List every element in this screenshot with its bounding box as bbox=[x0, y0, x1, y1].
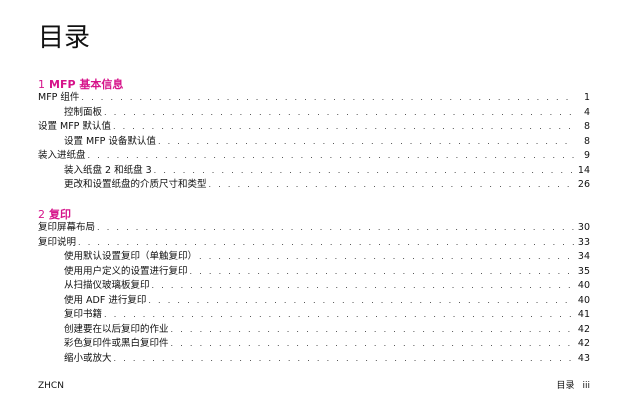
toc-entry-label: 更改和设置纸盘的介质尺寸和类型 bbox=[64, 179, 207, 190]
toc-entry-label: 复印屏幕布局 bbox=[38, 222, 96, 233]
toc-entry-page: 1 bbox=[583, 92, 590, 103]
dot-leader bbox=[88, 149, 574, 164]
toc-entry[interactable]: 创建要在以后复印的作业 42 bbox=[38, 323, 590, 338]
toc-entry[interactable]: 设置 MFP 默认值 8 bbox=[38, 120, 590, 135]
toc-entry[interactable]: 装入纸盘 2 和纸盘 3 14 bbox=[38, 164, 590, 179]
toc-entry-label: 彩色复印件或黑白复印件 bbox=[64, 338, 169, 349]
dot-leader bbox=[171, 323, 574, 338]
toc-entry-page: 9 bbox=[583, 150, 590, 161]
footer-section-label: 目录 bbox=[556, 381, 575, 391]
toc-entry-label: 使用 ADF 进行复印 bbox=[64, 294, 147, 306]
toc-entry-label: 设置 MFP 设备默认值 bbox=[64, 135, 156, 147]
toc-entry[interactable]: 使用默认设置复印（单触复印） 34 bbox=[38, 250, 590, 265]
toc-entry-page: 43 bbox=[577, 352, 590, 364]
toc-chapter-1-entries: MFP 组件 1 控制面板 4 设置 MFP 默认值 8 设置 MFP 设备默认值 8 装入进纸… bbox=[38, 91, 590, 193]
dot-leader bbox=[113, 120, 574, 135]
toc-entry[interactable]: 使用用户定义的设置进行复印 35 bbox=[38, 265, 590, 280]
toc-entry[interactable]: 彩色复印件或黑白复印件 42 bbox=[38, 337, 590, 352]
dot-leader bbox=[78, 236, 574, 251]
toc-entry-page: 42 bbox=[577, 338, 590, 349]
footer-locale: ZHCN bbox=[38, 381, 64, 391]
toc-entry-page: 33 bbox=[577, 236, 590, 248]
toc-entry-page: 30 bbox=[577, 222, 590, 233]
dot-leader bbox=[97, 221, 574, 236]
dot-leader bbox=[152, 279, 574, 294]
toc-entry-page: 8 bbox=[583, 121, 590, 132]
toc-entry-label: 创建要在以后复印的作业 bbox=[64, 323, 169, 335]
dot-leader bbox=[104, 308, 574, 323]
toc-entry-label: 使用默认设置复印（单触复印） bbox=[64, 251, 198, 262]
toc-entry[interactable]: 复印书籍 41 bbox=[38, 308, 590, 323]
dot-leader bbox=[81, 91, 574, 106]
toc-entry-label: 装入纸盘 2 和纸盘 3 bbox=[64, 164, 152, 176]
toc-entry-page: 40 bbox=[577, 280, 590, 291]
chapter-heading-2[interactable]: 2 复印 bbox=[38, 208, 71, 221]
footer-page-info: 目录 iii bbox=[556, 381, 590, 392]
toc-entry[interactable]: 更改和设置纸盘的介质尺寸和类型 26 bbox=[38, 178, 590, 193]
dot-leader bbox=[209, 178, 574, 193]
dot-leader bbox=[154, 164, 574, 179]
toc-entry-page: 4 bbox=[583, 106, 590, 118]
toc-entry-label: 控制面板 bbox=[64, 106, 103, 118]
toc-entry[interactable]: 设置 MFP 设备默认值 8 bbox=[38, 135, 590, 150]
toc-entry[interactable]: 从扫描仪玻璃板复印 40 bbox=[38, 279, 590, 294]
dot-leader bbox=[148, 294, 574, 309]
toc-entry[interactable]: 装入进纸盘 9 bbox=[38, 149, 590, 164]
toc-entry-label: 使用用户定义的设置进行复印 bbox=[64, 265, 188, 277]
toc-entry-label: 复印说明 bbox=[38, 236, 77, 248]
dot-leader bbox=[114, 352, 574, 367]
chapter-number: 2 bbox=[38, 208, 45, 221]
dot-leader bbox=[158, 135, 574, 150]
toc-entry-label: 复印书籍 bbox=[64, 309, 103, 320]
toc-entry[interactable]: 使用 ADF 进行复印 40 bbox=[38, 294, 590, 309]
toc-entry-page: 8 bbox=[583, 135, 590, 147]
toc-entry[interactable]: 复印屏幕布局 30 bbox=[38, 221, 590, 236]
chapter-number: 1 bbox=[38, 78, 45, 91]
toc-entry-page: 26 bbox=[577, 179, 590, 190]
chapter-name: 复印 bbox=[49, 208, 71, 221]
chapter-heading-1[interactable]: 1 MFP 基本信息 bbox=[38, 78, 123, 91]
toc-entry-label: MFP 组件 bbox=[38, 92, 80, 103]
page-title: 目录 bbox=[38, 23, 91, 53]
toc-entry[interactable]: 控制面板 4 bbox=[38, 106, 590, 121]
footer-page-number: iii bbox=[582, 381, 590, 391]
toc-entry[interactable]: MFP 组件 1 bbox=[38, 91, 590, 106]
dot-leader bbox=[190, 265, 574, 280]
toc-entry[interactable]: 缩小或放大 43 bbox=[38, 352, 590, 367]
dot-leader bbox=[199, 250, 574, 265]
toc-entry-page: 41 bbox=[577, 309, 590, 320]
toc-entry-label: 缩小或放大 bbox=[64, 352, 112, 364]
toc-entry-label: 从扫描仪玻璃板复印 bbox=[64, 280, 150, 291]
toc-entry-page: 35 bbox=[577, 265, 590, 277]
toc-entry-page: 40 bbox=[577, 294, 590, 306]
toc-entry[interactable]: 复印说明 33 bbox=[38, 236, 590, 251]
chapter-name: MFP 基本信息 bbox=[49, 78, 124, 91]
toc-entry-label: 装入进纸盘 bbox=[38, 150, 86, 161]
dot-leader bbox=[171, 337, 574, 352]
toc-chapter-2-entries: 复印屏幕布局 30 复印说明 33 使用默认设置复印（单触复印） 34 使用用户定义的设置进… bbox=[38, 221, 590, 366]
toc-entry-page: 34 bbox=[577, 251, 590, 262]
toc-entry-page: 42 bbox=[577, 323, 590, 335]
toc-entry-label: 设置 MFP 默认值 bbox=[38, 121, 111, 132]
dot-leader bbox=[104, 106, 574, 121]
toc-entry-page: 14 bbox=[577, 164, 590, 176]
